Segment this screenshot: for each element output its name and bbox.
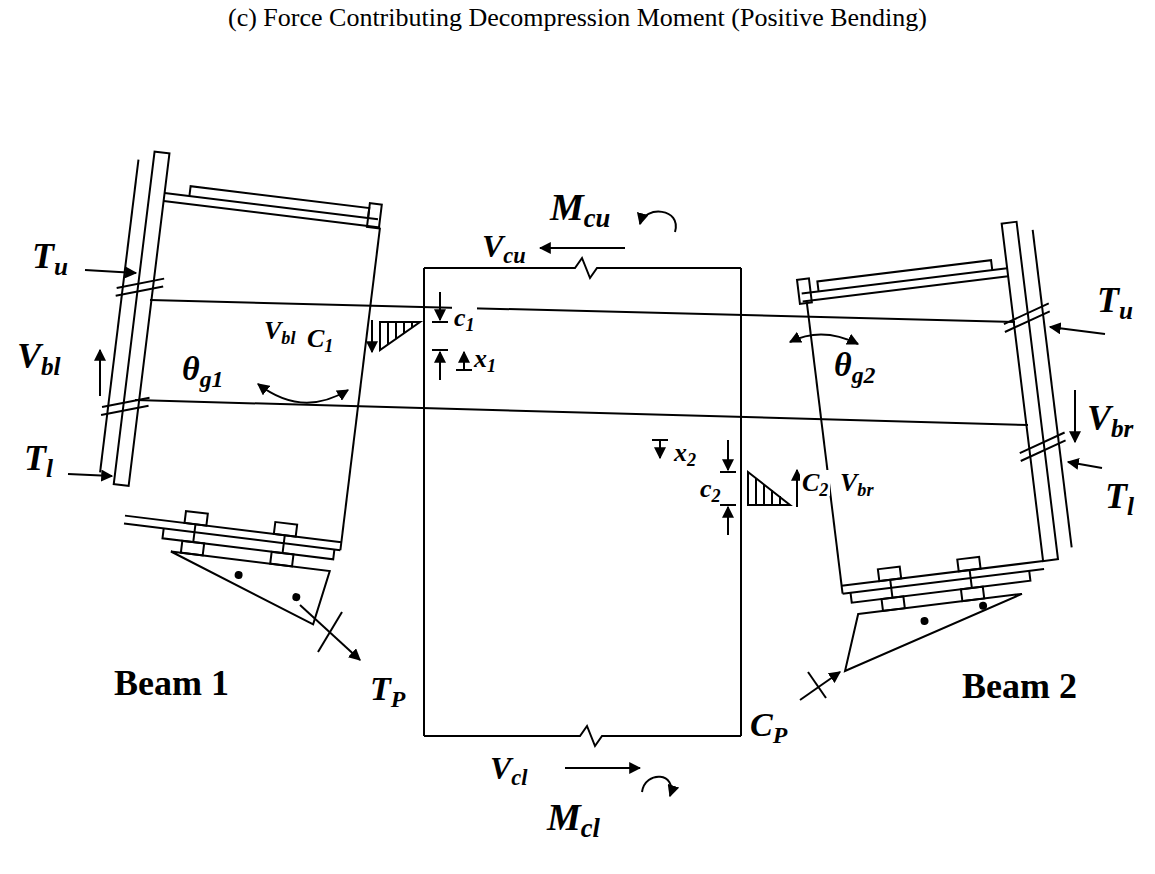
tendon-lines: [135, 300, 1028, 425]
part-name: Beam 1: [112, 665, 231, 701]
force-symbol: x2: [672, 440, 698, 466]
force-symbol: Vbl: [262, 318, 298, 344]
force-symbol: Vcl: [488, 752, 530, 784]
force-symbol: Mcu: [548, 188, 612, 226]
force-symbol: C2: [800, 470, 830, 496]
column: [424, 258, 741, 746]
beam-2: [793, 219, 1090, 671]
figure-title: (c) Force Contributing Decompression Mom…: [0, 4, 1155, 33]
force-symbol: C1: [305, 326, 335, 352]
force-symbol: Vbl: [15, 338, 63, 374]
force-symbol: x1: [472, 346, 498, 372]
compression-block: [372, 292, 472, 380]
force-symbol: Tl: [1103, 478, 1136, 514]
force-symbol: c1: [452, 305, 477, 331]
force-symbol: Tl: [22, 440, 55, 476]
force-symbol: c2: [698, 476, 723, 502]
force-symbol: θg2: [832, 348, 877, 382]
force-symbol: TP: [368, 672, 407, 706]
part-name: Beam 2: [960, 668, 1079, 704]
force-symbol: Tu: [1095, 282, 1135, 318]
force-symbol: θg1: [180, 352, 225, 386]
force-symbol: Vcu: [480, 230, 528, 262]
compression-block: [652, 440, 797, 535]
force-symbol: CP: [748, 708, 789, 742]
force-symbol: Vbr: [838, 470, 876, 496]
force-symbol: Tu: [30, 238, 70, 274]
rotation-arcs: [258, 334, 858, 402]
beam-1: [79, 149, 386, 627]
force-symbol: Vbr: [1085, 400, 1135, 436]
force-symbol: Mcl: [545, 798, 602, 836]
force-arrows: [68, 212, 1105, 796]
